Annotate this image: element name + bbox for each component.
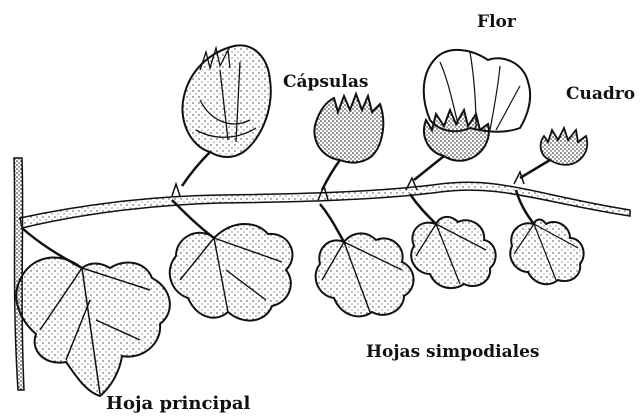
- sympodial-leaf-4: [510, 220, 583, 285]
- sympodial-leaf-2: [316, 233, 414, 316]
- label-cuadro: Cuadro: [566, 86, 635, 103]
- capsule: [314, 94, 383, 163]
- open-boll: [182, 45, 270, 157]
- label-capsulas: Cápsulas: [283, 74, 368, 91]
- label-hojas-simpodiales: Hojas simpodiales: [366, 344, 540, 361]
- sympodial-leaf-3: [411, 217, 496, 288]
- sympodial-leaf-1: [170, 224, 293, 321]
- label-hoja-principal: Hoja principal: [106, 395, 250, 413]
- square-bud: [541, 128, 588, 165]
- main-leaf: [16, 258, 170, 396]
- flower: [424, 50, 530, 161]
- label-flor: Flor: [477, 14, 516, 31]
